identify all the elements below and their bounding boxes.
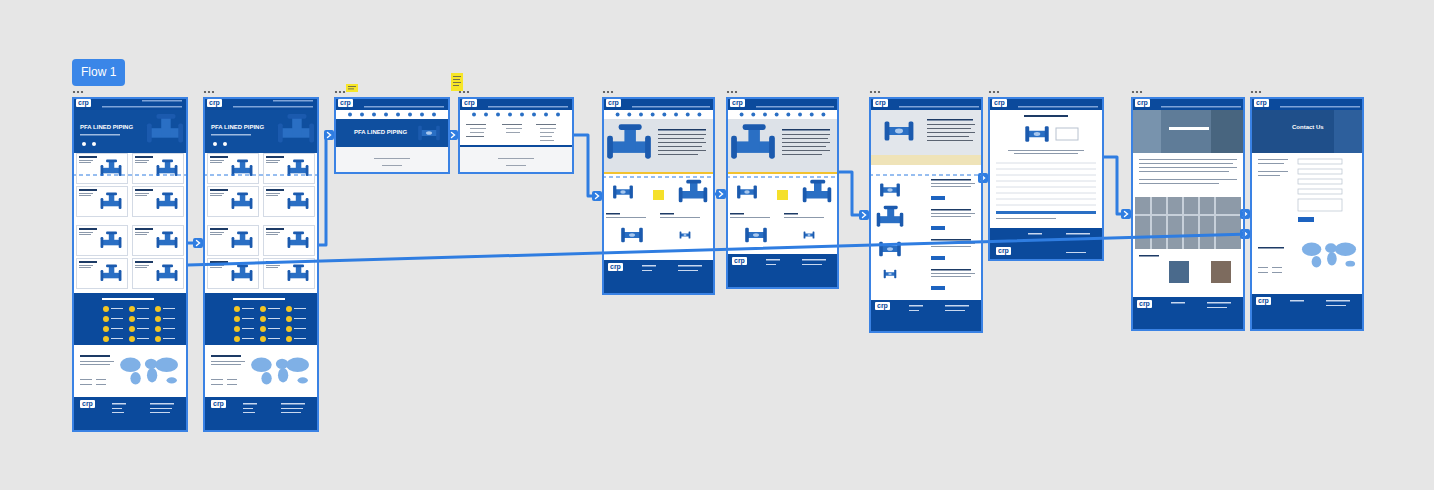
arrow-marker: [716, 189, 726, 199]
logo-text: crp: [338, 99, 353, 107]
logo-text: crp: [76, 99, 91, 107]
page-frame: crpContact Uscrp: [1250, 97, 1364, 331]
logo-text: crp: [211, 400, 226, 408]
page-heading: Contact Us: [1292, 124, 1324, 131]
logo-text: crp: [606, 99, 621, 107]
page-frame: crpPFA LINED PIPING: [334, 97, 450, 174]
logo-text: crp: [992, 99, 1007, 107]
page-frame: crp crp: [1131, 97, 1245, 331]
logo-text: crp: [80, 400, 95, 408]
page-heading: PFA LINED PIPING: [80, 124, 133, 131]
arrow-marker: [1240, 209, 1250, 219]
logo-text: crp: [608, 263, 623, 271]
page-frame: crp crp: [988, 97, 1104, 261]
connector: [1104, 157, 1131, 214]
connector: [839, 172, 869, 215]
arrow-marker: [859, 210, 869, 220]
page-heading: PFA LINED PIPING: [354, 129, 407, 136]
page-frame: crp crp: [726, 97, 839, 289]
flow-title: Flow 1: [72, 59, 125, 86]
logo-text: crp: [207, 99, 222, 107]
arrow-marker: [1121, 209, 1131, 219]
page-frame: crp: [458, 97, 574, 174]
logo-text: crp: [873, 99, 888, 107]
arrow-marker: [1240, 229, 1250, 239]
logo-text: crp: [1256, 297, 1271, 305]
page-heading: PFA LINED PIPING: [211, 124, 264, 131]
arrow-marker: [193, 238, 203, 248]
arrow-marker: [324, 130, 334, 140]
logo-text: crp: [732, 257, 747, 265]
logo-text: crp: [1137, 300, 1152, 308]
page-frame: crpPFA LINED PIPINGcrp: [203, 97, 319, 432]
logo-text: crp: [996, 247, 1011, 255]
logo-text: crp: [462, 99, 477, 107]
page-frame: crp crp: [602, 97, 715, 295]
logo-text: crp: [730, 99, 745, 107]
page-frame: crp crp: [869, 97, 983, 333]
arrow-marker: [978, 173, 988, 183]
connector: [574, 135, 602, 196]
logo-text: crp: [875, 302, 890, 310]
logo-text: crp: [1135, 99, 1150, 107]
page-frame: crpPFA LINED PIPINGcrp: [72, 97, 188, 432]
connector: [319, 135, 334, 245]
logo-text: crp: [1254, 99, 1269, 107]
arrow-marker: [592, 191, 602, 201]
